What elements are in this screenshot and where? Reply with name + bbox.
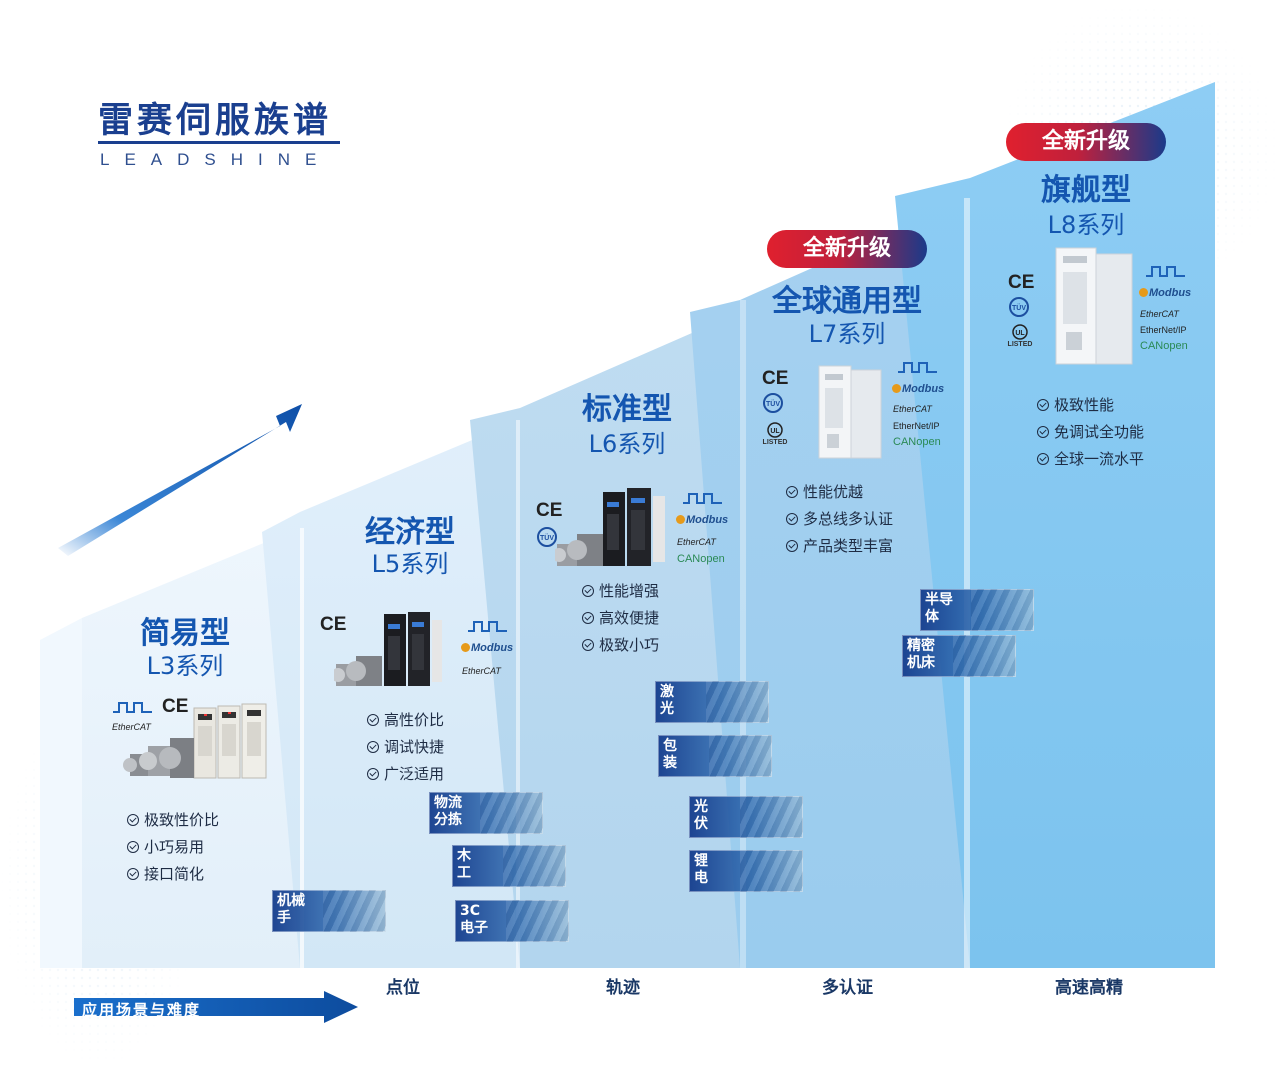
tier-l3-feature: 极致性价比 [127,809,219,830]
l7-servo-product-image [818,365,882,459]
svg-text:UL: UL [770,428,780,435]
brand-name: LEADSHINE [100,150,332,169]
ce-mark-icon: CE [320,614,347,635]
tier-l5-feature: 广泛适用 [367,763,444,784]
ethercat-logo: EtherCAT [893,404,932,414]
application-tile-woodworking: 木 工 [452,845,566,887]
l3-servo-product-image [123,703,267,779]
ul-listed-label: LISTED [762,439,788,446]
ce-mark-icon: CE [1008,272,1035,293]
pulse-icon [113,702,152,713]
pulse-icon [468,621,507,632]
canopen-logo: CANopen [893,436,941,448]
tier-l5-feature: 调试快捷 [367,736,444,757]
ethercat-logo: EtherCAT [462,666,501,676]
tier-l3-series: L3系列 [146,652,224,680]
page-title: 雷赛伺服族谱 [98,101,333,141]
application-tile-packaging: 包 装 [658,735,772,777]
tier-l7-feature: 产品类型丰富 [786,535,893,556]
tier-l6-feature: 极致小巧 [582,634,659,655]
tier-l5-series: L5系列 [371,550,449,578]
tuv-cert-icon: TÜV [763,393,783,413]
tier-l7-series: L7系列 [808,320,886,348]
application-tile-logistics: 物流 分拣 [429,792,543,834]
ethercat-logo: EtherCAT [112,722,151,732]
application-tile-photovoltaic: 光 伏 [689,796,803,838]
tuv-cert-icon: TÜV [1009,297,1029,317]
application-arrow [74,991,358,1023]
tier-l7-new-badge: 全新升级 [767,230,927,268]
l5-servo-product-image [334,612,442,686]
ce-mark-icon: CE [162,696,189,717]
tuv-cert-icon: TÜV [537,527,557,547]
tier-l8-new-badge: 全新升级 [1006,123,1166,161]
scene-label-trajectory: 轨迹 [606,978,640,998]
application-tile-robot-arm: 机械 手 [272,890,386,932]
pulse-icon [898,362,937,373]
application-tile-semiconductor: 半导 体 [920,589,1034,631]
tier-l8-feature: 免调试全功能 [1037,421,1144,442]
application-tile-precision-machine-tool: 精密 机床 [902,635,1016,677]
tier-l6-series: L6系列 [588,430,666,458]
canopen-logo: CANopen [1140,340,1188,352]
tier-l8-feature: 极致性能 [1037,394,1114,415]
application-tile-laser: 激 光 [655,681,769,723]
title-underline [98,141,340,144]
svg-text:TÜV: TÜV [766,399,780,408]
l8-servo-product-image [1055,247,1133,365]
ul-cert-icon: UL [767,422,783,438]
modbus-logo: Modbus [1139,287,1191,299]
tier-l5-name: 经济型 [365,515,455,550]
tier-l3-feature: 小巧易用 [127,836,204,857]
modbus-logo: Modbus [892,383,944,395]
ethernetip-logo: EtherNet/IP [1140,325,1187,335]
canopen-logo: CANopen [677,553,725,565]
scene-label-point: 点位 [386,978,420,998]
svg-text:UL: UL [1015,330,1025,337]
ce-mark-icon: CE [536,500,563,521]
ul-cert-icon: UL [1012,324,1028,340]
ethercat-logo: EtherCAT [1140,309,1179,319]
ethercat-logo: EtherCAT [677,537,716,547]
ul-listed-label: LISTED [1007,341,1033,348]
scene-label-certification: 多认证 [822,978,873,998]
tier-l6-name: 标准型 [582,392,672,427]
tier-l7-feature: 性能优越 [786,481,863,502]
ethernetip-logo: EtherNet/IP [893,421,940,431]
tier-l6-feature: 性能增强 [582,580,659,601]
ce-mark-icon: CE [762,368,789,389]
tier-l8-series: L8系列 [1047,211,1125,239]
l6-servo-product-image [555,488,665,566]
tier-l3-feature: 接口简化 [127,863,204,884]
performance-arrow [58,404,302,556]
tier-l8-name: 旗舰型 [1041,173,1131,208]
pulse-icon [1146,266,1185,277]
svg-text:TÜV: TÜV [540,533,554,542]
application-axis-label: 应用场景与难度 [82,1001,202,1019]
application-tile-3c-electronics: 3C 电子 [455,900,569,942]
tier-l8-feature: 全球一流水平 [1037,448,1144,469]
application-tile-lithium-battery: 锂 电 [689,850,803,892]
modbus-logo: Modbus [676,514,728,526]
tier-l5-feature: 高性价比 [367,709,444,730]
tier-l6-feature: 高效便捷 [582,607,659,628]
pulse-icon [683,493,722,504]
svg-text:TÜV: TÜV [1012,303,1026,312]
tier-l7-feature: 多总线多认证 [786,508,893,529]
tier-l7-name: 全球通用型 [772,284,922,319]
tier-l3-name: 简易型 [140,616,230,651]
scene-label-high-speed: 高速高精 [1055,978,1123,998]
modbus-logo: Modbus [461,642,513,654]
